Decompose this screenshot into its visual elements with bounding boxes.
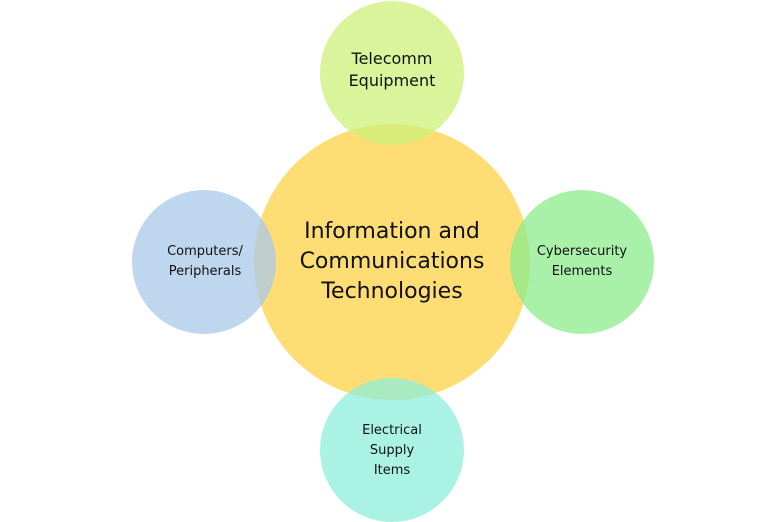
computers-circle (132, 190, 276, 334)
electrical-label-line-3: Items (373, 463, 411, 478)
electrical-circle (320, 378, 464, 522)
telecomm-label: Telecomm Equipment (332, 40, 452, 100)
cybersecurity-label-line-2: Elements (551, 264, 613, 279)
center-label-line-3: Technologies (321, 279, 463, 304)
electrical-label-line-2: Supply (369, 443, 415, 458)
electrical-label-line-1: Electrical (362, 423, 422, 438)
center-label-line-2: Communications (299, 249, 485, 274)
telecomm-circle (320, 1, 464, 145)
computers-label: Computers/ Peripherals (144, 232, 266, 292)
center-label-line-1: Information and (304, 219, 480, 244)
computers-label-line-2: Peripherals (168, 264, 242, 279)
center-circle (254, 124, 530, 400)
telecomm-label-line-1: Telecomm (351, 49, 433, 68)
computers-label-line-1: Computers/ (167, 244, 243, 259)
cybersecurity-label-line-1: Cybersecurity (536, 244, 628, 259)
cybersecurity-label: Cybersecurity Elements (518, 232, 646, 292)
center-label: Information and Communications Technolog… (262, 202, 522, 322)
electrical-label: Electrical Supply Items (332, 418, 452, 484)
cybersecurity-circle (510, 190, 654, 334)
telecomm-label-line-2: Equipment (348, 71, 436, 90)
